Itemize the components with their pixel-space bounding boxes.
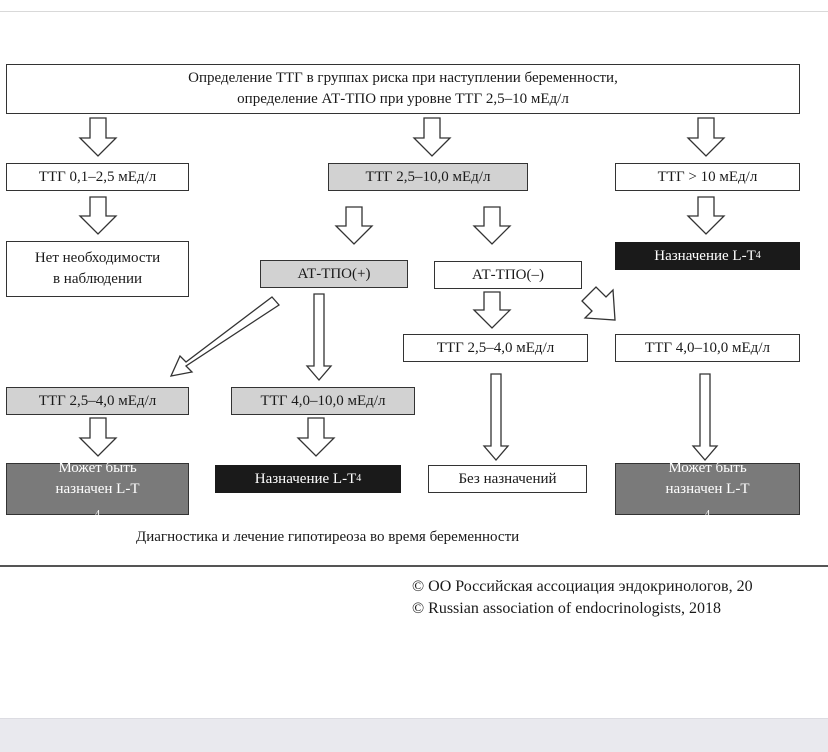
lt4-label: Назначение L-T [654, 247, 756, 264]
ab-positive-box: АТ-ТПО(+) [260, 260, 408, 288]
arrow-down-icon [78, 196, 118, 235]
no-prescriptions-box: Без назначений [428, 465, 587, 493]
arrow-down-icon [686, 117, 726, 157]
arrow-diagonal-long-icon [169, 296, 280, 377]
no-monitoring-line-1: Нет необходимости [34, 250, 161, 266]
may-prescribe-line-1: Может быть [58, 459, 137, 476]
arrow-diagonal-icon [581, 286, 616, 321]
tsh-low-box: ТТГ 0,1–2,5 мЕд/л [6, 163, 189, 191]
screening-box: Определение ТТГ в группах риска при наст… [6, 64, 800, 114]
arrow-down-icon [472, 291, 512, 329]
arrow-long-down-icon [691, 373, 719, 461]
tsh-mid-box: ТТГ 2,5–10,0 мЕд/л [328, 163, 528, 191]
arrow-down-icon [412, 117, 452, 157]
copyright-ru: © ОО Российская ассоциация эндокринолого… [412, 578, 753, 595]
arrow-down-icon [334, 206, 374, 245]
may-prescribe-line-1: Может быть [668, 459, 747, 476]
no-monitoring-line-2: в наблюдении [52, 271, 143, 287]
tsh-40-100-box-left: ТТГ 4,0–10,0 мЕд/л [231, 387, 415, 415]
tsh-40-100-box-right: ТТГ 4,0–10,0 мЕд/л [615, 334, 800, 362]
arrow-down-icon [472, 206, 512, 245]
tsh-25-40-box-left: ТТГ 2,5–4,0 мЕд/л [6, 387, 189, 415]
arrow-long-down-icon [305, 293, 333, 381]
figure-caption: Диагностика и лечение гипотиреоза во вре… [136, 529, 520, 545]
screening-line-1: Определение ТТГ в группах риска при наст… [188, 70, 618, 86]
ab-negative-box: АТ-ТПО(–) [434, 261, 582, 289]
lt4-label: Назначение L-T [254, 470, 357, 487]
arrow-down-icon [78, 417, 118, 457]
top-rule [0, 11, 828, 12]
tsh-high-box: ТТГ > 10 мЕд/л [615, 163, 800, 191]
no-monitoring-box: Нет необходимости в наблюдении [6, 241, 189, 297]
copyright-en: © Russian association of endocrinologist… [412, 600, 722, 617]
section-divider [0, 565, 828, 567]
tsh-25-40-box-right: ТТГ 2,5–4,0 мЕд/л [403, 334, 588, 362]
bottom-toolbar [0, 718, 828, 752]
arrow-down-icon [686, 196, 726, 235]
screening-line-2: определение АТ-ТПО при уровне ТТГ 2,5–10… [237, 91, 569, 107]
arrow-down-icon [78, 117, 118, 157]
arrow-long-down-icon [482, 373, 510, 461]
arrow-down-icon [296, 417, 336, 457]
